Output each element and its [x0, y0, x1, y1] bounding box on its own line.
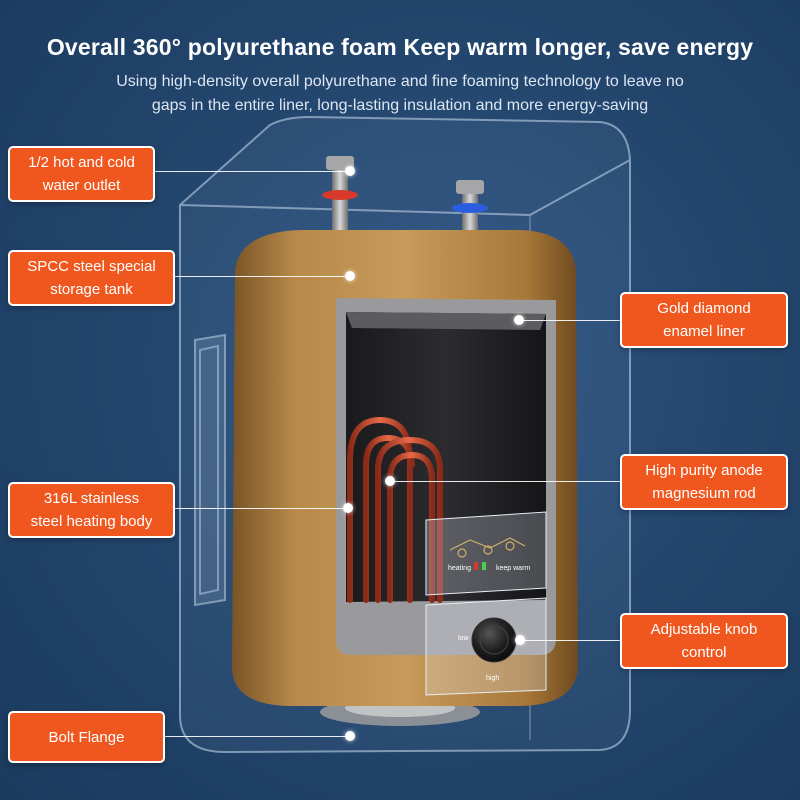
callout-enamel-liner-line1: Gold diamond [657, 300, 751, 317]
tank-marker-dot [345, 271, 355, 281]
knob-marker-dot [515, 635, 525, 645]
subheadline-line-1: Using high-density overall polyurethane … [116, 73, 684, 90]
keep-warm-indicator-label: keep warm [496, 565, 530, 572]
callout-bolt-flange-line1: Bolt Flange [48, 728, 125, 746]
callout-water-outlet-line1: 1/2 hot and cold [28, 154, 135, 171]
callout-knob-control: Adjustable knob control [620, 613, 788, 669]
callout-anode-rod-line1: High purity anode [645, 462, 763, 479]
headline: Overall 360° polyurethane foam Keep warm… [46, 34, 754, 60]
outlet-marker-dot [345, 166, 355, 176]
callout-heating-body-line1: 316L stainless [43, 490, 140, 507]
heating-leader-line [175, 508, 347, 509]
subheadline: Using high-density overall polyurethane … [40, 70, 760, 118]
callout-knob-control-line2: control [681, 644, 727, 661]
callout-storage-tank: SPCC steel special storage tank [8, 250, 175, 306]
callout-water-outlet: 1/2 hot and cold water outlet [8, 146, 155, 202]
anode-marker-dot [385, 476, 395, 486]
adjustable-knob[interactable] [471, 617, 517, 663]
liner-leader-line [520, 320, 620, 321]
callout-knob-control-line1: Adjustable knob [650, 621, 758, 638]
knob-leader-line [520, 640, 620, 641]
anode-leader-line [390, 481, 620, 482]
callout-water-outlet-line2: water outlet [42, 177, 121, 194]
callout-heating-body: 316L stainless steel heating body [8, 482, 175, 538]
knob-high-label: high [486, 675, 499, 682]
callout-enamel-liner: Gold diamond enamel liner [620, 292, 788, 348]
callout-anode-rod: High purity anode magnesium rod [620, 454, 788, 510]
callout-heating-body-line2: steel heating body [30, 513, 153, 530]
flange-leader-line [165, 736, 350, 737]
flange-marker-dot [345, 731, 355, 741]
heating-marker-dot [343, 503, 353, 513]
knob-low-label: low [458, 635, 469, 642]
callout-storage-tank-line1: SPCC steel special [27, 258, 156, 275]
heating-indicator-label: heating [448, 565, 471, 572]
heating-element [347, 327, 443, 603]
callout-storage-tank-line2: storage tank [50, 281, 133, 298]
callout-anode-rod-line2: magnesium rod [652, 485, 756, 502]
liner-marker-dot [514, 315, 524, 325]
control-panel: heating keep warm low high [425, 511, 547, 696]
tank-leader-line [175, 276, 350, 277]
callout-bolt-flange: Bolt Flange [8, 711, 165, 763]
outlet-leader-line [155, 171, 350, 172]
callout-enamel-liner-line2: enamel liner [663, 323, 745, 340]
subheadline-line-2: gaps in the entire liner, long-lasting i… [151, 97, 649, 114]
